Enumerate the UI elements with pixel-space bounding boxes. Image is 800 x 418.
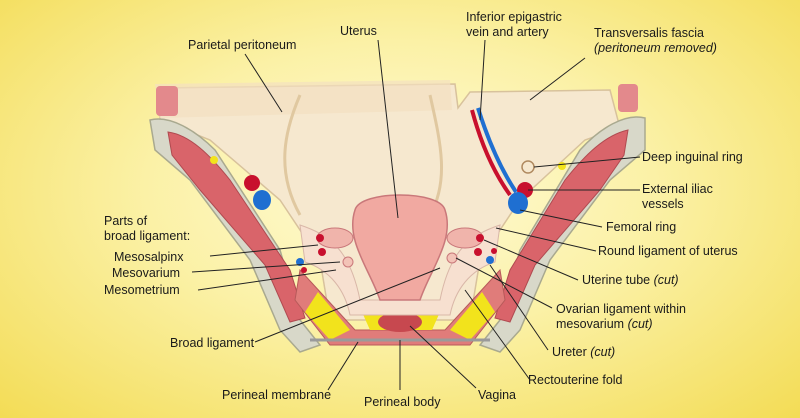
leader-parietal-peritoneum xyxy=(244,53,283,113)
left-ovary-cut xyxy=(342,256,354,268)
label-transversalis-line2: (peritoneum removed) xyxy=(594,41,717,55)
label-ureter-note: (cut) xyxy=(590,345,616,359)
right-deep-inguinal-ring xyxy=(521,160,535,174)
inferior-epigastric-artery xyxy=(470,109,512,197)
label-round-ligament: Round ligament of uterus xyxy=(598,244,738,258)
left-tube-vessel-1 xyxy=(316,234,324,242)
leader-round-ligament xyxy=(495,227,597,252)
leader-ovarian-ligament xyxy=(455,257,553,309)
rectus-strip-left xyxy=(156,86,178,116)
label-external-iliac-vessels: External iliac vessels xyxy=(642,182,713,212)
label-ureter-text: Ureter xyxy=(552,345,587,359)
label-vagina: Vagina xyxy=(478,388,516,402)
left-external-iliac-artery xyxy=(244,175,260,191)
leader-uterus xyxy=(377,39,399,219)
label-parts-line2: broad ligament: xyxy=(104,229,191,243)
leader-mesosalpinx xyxy=(209,244,319,257)
label-femoral-ring: Femoral ring xyxy=(606,220,677,234)
left-ureter-dot-2 xyxy=(301,267,307,273)
peritoneum-fold-left xyxy=(283,94,302,216)
label-mesosalpinx: Mesosalpinx xyxy=(114,250,184,264)
label-perineal-membrane: Perineal membrane xyxy=(222,388,332,402)
right-ureter-dot xyxy=(486,256,494,264)
label-parietal-peritoneum: Parietal peritoneum xyxy=(188,38,297,52)
inferior-epigastric-vein xyxy=(476,107,518,194)
leader-deep-inguinal-ring xyxy=(533,156,641,168)
label-mesovarium: Mesovarium xyxy=(112,266,181,280)
left-external-iliac-vein xyxy=(253,190,271,210)
label-uterus: Uterus xyxy=(340,24,377,38)
label-ureter: Ureter (cut) xyxy=(552,345,615,360)
ischioanal-fat-right xyxy=(450,292,495,340)
leader-mesovarium xyxy=(191,261,341,273)
leader-perineal-membrane xyxy=(327,341,359,391)
right-ovary-cut xyxy=(446,252,458,264)
leader-inferior-epigastric xyxy=(479,39,486,121)
label-mesometrium: Mesometrium xyxy=(104,283,180,297)
label-deep-inguinal-ring: Deep inguinal ring xyxy=(642,150,743,164)
right-tube-vessel-1 xyxy=(476,234,484,242)
leader-lines xyxy=(191,39,641,391)
label-transversalis-fascia: Transversalis fascia (peritoneum removed… xyxy=(594,26,717,56)
peritoneum-upper-band xyxy=(155,80,452,118)
leader-ureter xyxy=(489,264,549,351)
leader-uterine-tube xyxy=(483,239,579,281)
rectus-strip-right xyxy=(618,84,638,112)
label-inferior-epigastric-line1: Inferior epigastric xyxy=(466,10,562,24)
label-inferior-epigastric-line2: vein and artery xyxy=(466,25,549,39)
label-parts-line1: Parts of xyxy=(104,214,148,228)
leader-mesometrium xyxy=(197,269,337,291)
right-tube-vessel-2 xyxy=(474,248,482,256)
label-inferior-epigastric: Inferior epigastric vein and artery xyxy=(466,10,562,40)
uterus-body xyxy=(351,194,449,301)
label-parts-of-broad-ligament: Parts of broad ligament: xyxy=(104,214,190,244)
label-ovarian-ligament-line1: Ovarian ligament within xyxy=(556,302,686,316)
left-tube-vessel-2 xyxy=(318,248,326,256)
leader-transversalis xyxy=(529,57,586,101)
label-ovarian-ligament: Ovarian ligament within mesovarium (cut) xyxy=(556,302,686,332)
leader-vagina xyxy=(409,325,477,389)
leader-broad-ligament xyxy=(254,267,441,343)
label-ovarian-ligament-line2: mesovarium xyxy=(556,317,625,331)
right-obturator-muscle xyxy=(494,129,629,323)
left-obturator-muscle xyxy=(167,131,306,323)
right-nerve-dot xyxy=(558,162,566,170)
label-uterine-tube-note: (cut) xyxy=(653,273,679,287)
left-ureter-dot xyxy=(296,258,304,266)
label-rectouterine-fold: Rectouterine fold xyxy=(528,373,623,387)
label-external-iliac-line2: vessels xyxy=(642,197,684,211)
right-external-iliac-vein xyxy=(508,192,528,214)
label-ovarian-ligament-note: (cut) xyxy=(627,317,653,331)
label-external-iliac-line1: External iliac xyxy=(642,182,713,196)
ischioanal-fat-left xyxy=(305,292,350,340)
leader-femoral-ring xyxy=(519,209,603,228)
label-transversalis-line1: Transversalis fascia xyxy=(594,26,704,40)
label-broad-ligament: Broad ligament xyxy=(170,336,255,350)
label-perineal-body: Perineal body xyxy=(364,395,441,409)
left-nerve-dot xyxy=(210,156,218,164)
label-uterine-tube: Uterine tube (cut) xyxy=(582,273,679,288)
label-uterine-tube-text: Uterine tube xyxy=(582,273,651,287)
leader-rectouterine-fold xyxy=(464,289,531,381)
right-ureter-dot-2 xyxy=(491,248,497,254)
